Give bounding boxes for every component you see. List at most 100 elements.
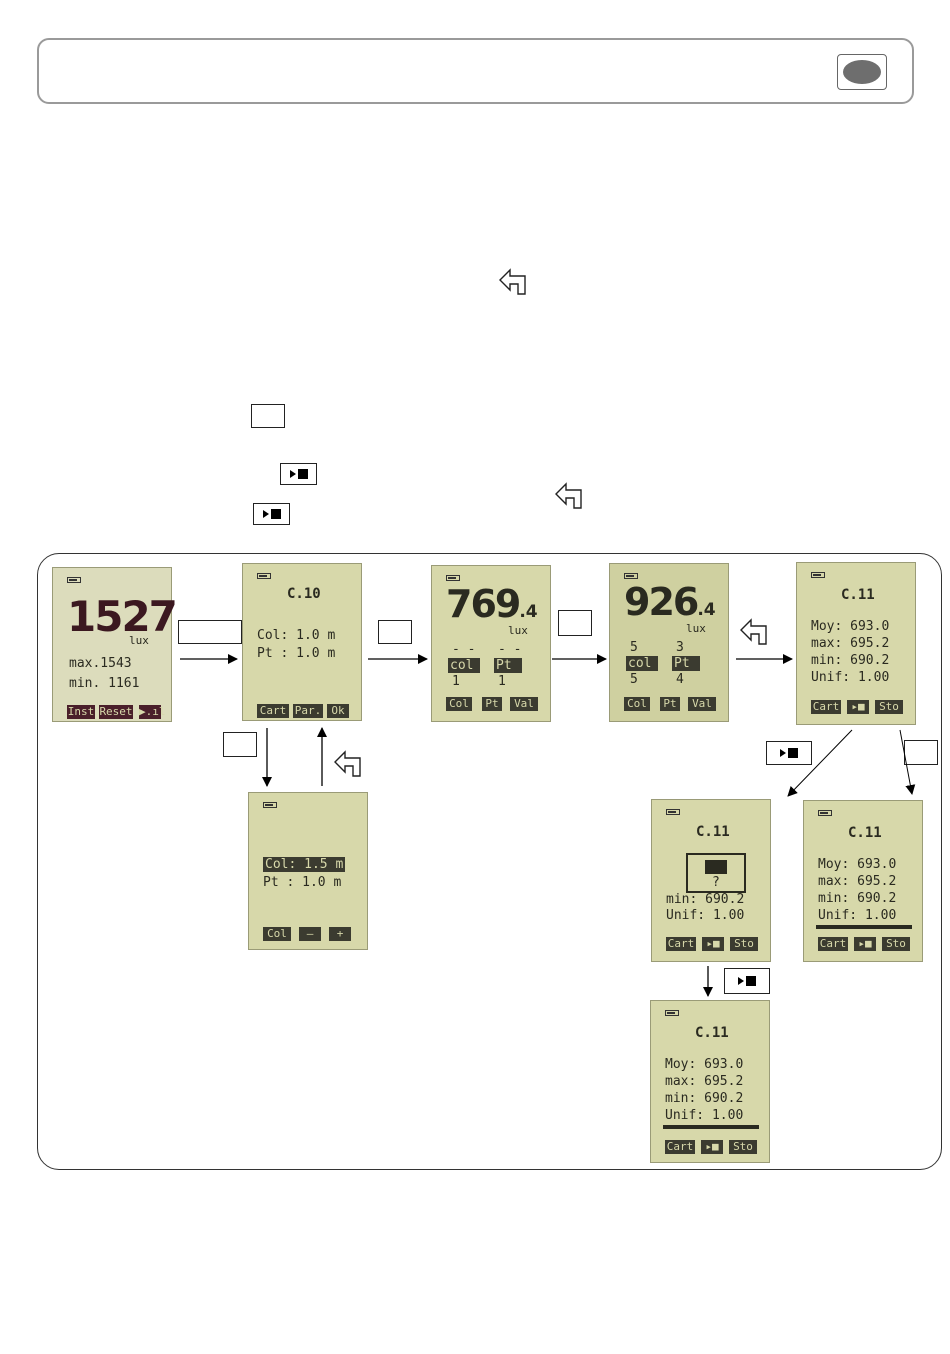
softkey-plus[interactable]: + — [329, 927, 351, 941]
battery-icon — [257, 573, 271, 579]
lcd-screen-measure: 1527 lux max.1543 min. 1161 Inst Reset ▶… — [52, 567, 178, 722]
key-box — [558, 610, 592, 636]
softkey-cart[interactable]: Cart — [811, 700, 841, 714]
screen-title: C.11 — [695, 1025, 729, 1041]
softkey-reset[interactable]: Reset — [99, 705, 133, 719]
diagram-frame — [37, 553, 942, 1170]
key-box — [378, 620, 412, 644]
play-stop-key — [766, 741, 812, 765]
softkey-bar: Cart Par. Ok — [243, 704, 361, 720]
column-spacing-selected: Col: 1.5 m — [263, 857, 346, 872]
column-label: col — [448, 658, 480, 673]
return-icon — [740, 618, 767, 645]
softkey-cart[interactable]: Cart — [665, 1140, 695, 1154]
unit-label: lux — [508, 624, 528, 637]
column-count: 5 — [630, 640, 638, 655]
softkey-record-icon[interactable]: ▸■ — [702, 937, 724, 951]
softkey-cart[interactable]: Cart — [257, 704, 289, 718]
min-value: min: 690.2 — [665, 1091, 744, 1106]
softkey-bar: Col Pt Val — [610, 697, 728, 713]
softkey-par[interactable]: Par. — [293, 704, 323, 718]
softkey-col[interactable]: Col — [263, 927, 291, 941]
lcd-screen-point-1: 769.4 lux - - - - col Pt 1 1 Col Pt Val — [431, 565, 551, 722]
softkey-cart[interactable]: Cart — [666, 937, 696, 951]
reading-value: 926.4 — [624, 580, 716, 624]
point-count: 3 — [676, 640, 684, 655]
arrow — [899, 729, 916, 795]
reading-value: 1527 — [67, 592, 178, 641]
softkey-pt[interactable]: Pt — [482, 697, 502, 711]
softkey-sto[interactable]: Sto — [882, 937, 910, 951]
lcd-screen-recording: C.11 Moy: 693.0 max: 695.2 min: 690.2 Un… — [803, 800, 923, 962]
max-value: max: 695.2 — [811, 636, 890, 651]
battery-icon — [446, 575, 460, 581]
lcd-screen-save-confirm: C.11 ? min: 690.2 Unif: 1.00 Cart ▸■ Sto — [651, 799, 771, 962]
return-icon — [555, 482, 582, 509]
reading-decimal: .4 — [697, 600, 716, 620]
softkey-sto[interactable]: Sto — [729, 1140, 757, 1154]
average-value: Moy: 693.0 — [818, 857, 897, 872]
softkey-pt[interactable]: Pt — [660, 697, 680, 711]
softkey-record-icon[interactable]: ▸■ — [854, 937, 876, 951]
point-value: 1 — [498, 674, 506, 689]
save-dialog: ? — [686, 853, 746, 893]
uniformity-value: Unif: 1.00 — [665, 1108, 744, 1123]
lcd-screen-grid-config: C.10 Col: 1.0 m Pt : 1.0 m Cart Par. Ok — [242, 563, 362, 721]
point-dashes: - - — [498, 642, 522, 657]
point-label: Pt — [672, 656, 700, 671]
softkey-record-icon[interactable]: ▸■ — [701, 1140, 723, 1154]
average-value: Moy: 693.0 — [665, 1057, 744, 1072]
softkey-sto[interactable]: Sto — [875, 700, 903, 714]
header-frame — [37, 38, 914, 104]
question-mark: ? — [712, 875, 720, 890]
key-box — [223, 732, 257, 757]
screen-title: C.11 — [848, 825, 882, 841]
uniformity-value: Unif: 1.00 — [811, 670, 890, 685]
max-value: max: 695.2 — [665, 1074, 744, 1089]
softkey-bar: Cart ▸■ Sto — [804, 937, 922, 953]
wide-key-box — [178, 620, 242, 644]
softkey-record-icon[interactable]: ▸■ — [847, 700, 869, 714]
softkey-cart[interactable]: Cart — [818, 937, 848, 951]
battery-icon — [263, 802, 277, 808]
softkey-record[interactable]: ▶.ıl — [139, 705, 166, 719]
point-spacing: Pt : 1.0 m — [263, 875, 342, 890]
point-label: Pt — [494, 658, 522, 673]
softkey-bar: Cart ▸■ Sto — [797, 700, 915, 716]
max-value: max: 695.2 — [818, 874, 897, 889]
play-stop-key — [253, 503, 290, 525]
min-value: min: 690.2 — [811, 653, 890, 668]
softkey-sto[interactable]: Sto — [730, 937, 758, 951]
lcd-screen-point-n: 926.4 lux 5 3 col Pt 5 4 Col Pt Val — [609, 563, 729, 722]
column-spacing: Col: 1.0 m — [257, 628, 336, 643]
softkey-inst[interactable]: Inst — [67, 705, 95, 719]
lcd-screen-recording-2: C.11 Moy: 693.0 max: 695.2 min: 690.2 Un… — [650, 1000, 770, 1163]
min-value: min. 1161 — [69, 676, 140, 691]
record-icon — [705, 860, 727, 874]
softkey-col[interactable]: Col — [624, 697, 650, 711]
play-stop-key — [280, 463, 317, 485]
progress-band — [816, 925, 912, 929]
softkey-val[interactable]: Val — [510, 697, 538, 711]
softkey-bar: Inst Reset ▶.ıl — [53, 705, 171, 721]
reading-integer: 926 — [624, 580, 699, 624]
softkey-val[interactable]: Val — [688, 697, 716, 711]
blank-key-box — [251, 404, 285, 428]
reading-integer: 769 — [446, 582, 521, 626]
softkey-minus[interactable]: – — [299, 927, 321, 941]
screen-title: C.10 — [287, 586, 321, 602]
battery-icon — [666, 809, 680, 815]
reading-value: 769.4 — [446, 582, 538, 626]
min-value: min: 690.2 — [818, 891, 897, 906]
progress-band — [663, 1125, 759, 1129]
softkey-bar: Col – + — [249, 927, 367, 943]
softkey-ok[interactable]: Ok — [327, 704, 349, 718]
battery-icon — [665, 1010, 679, 1016]
column-value: 5 — [630, 672, 638, 687]
battery-icon — [67, 577, 81, 583]
uniformity-value: Unif: 1.00 — [818, 908, 897, 923]
screen-title: C.11 — [841, 587, 875, 603]
softkey-bar: Cart ▸■ Sto — [651, 1140, 769, 1156]
softkey-col[interactable]: Col — [446, 697, 472, 711]
column-label: col — [626, 656, 658, 671]
